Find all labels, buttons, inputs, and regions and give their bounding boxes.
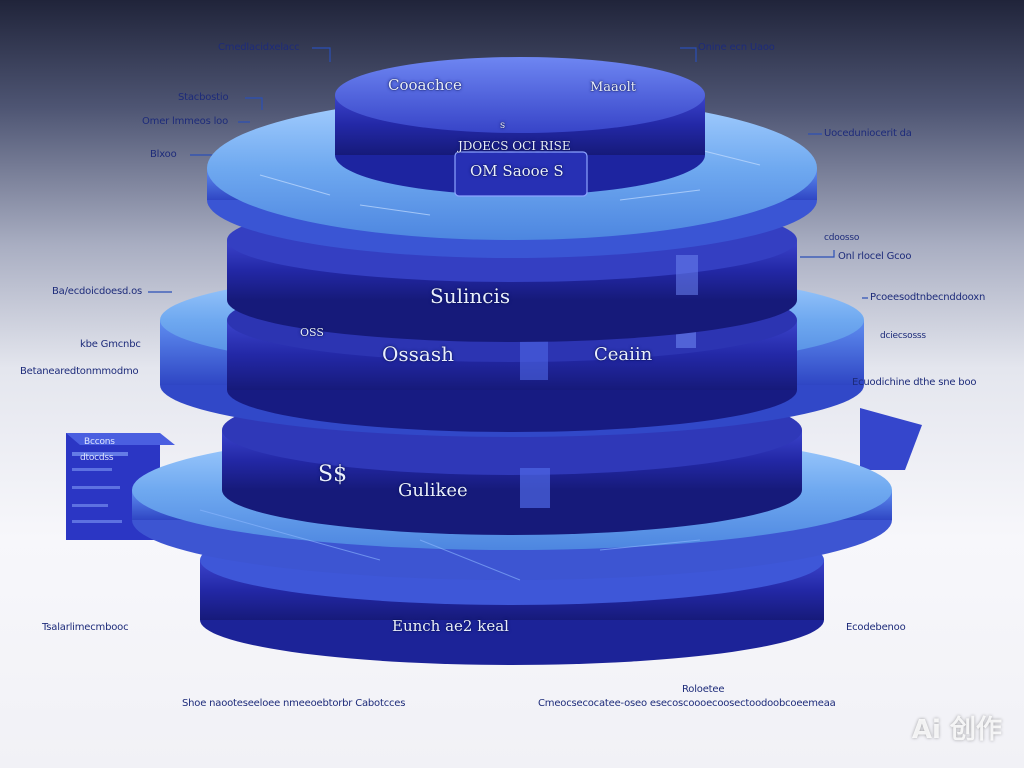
callout-label-r9: Roloetee <box>682 684 725 695</box>
callout-label-l6: kbe Gmcnbc <box>80 339 141 350</box>
callout-label-l3: Omer lmmeos loo <box>142 116 228 127</box>
layer-cap <box>335 57 705 197</box>
disk-label-top-left: Cooachce <box>388 76 462 94</box>
band-2-label-left: Ossash <box>382 342 454 366</box>
callout-label-r8: Ecodebenoo <box>846 622 906 633</box>
callout-label-l4: Blxoo <box>150 149 177 160</box>
callout-line-l1 <box>312 47 331 62</box>
callout-line-r4 <box>800 250 835 258</box>
callout-label-l1: Cmedlacidxelacc <box>218 42 300 53</box>
callout-label-b2: Cmeocsecocatee-oseo esecoscoooecoosectoo… <box>538 698 836 709</box>
cap-label-plate <box>454 151 588 197</box>
callout-label-l8: Tsalarlimecmbooc <box>42 622 129 633</box>
callout-label-r5: Pcoeesodtnbecnddooxn <box>870 292 986 303</box>
callout-label-b1: Shoe naooteseeloee nmeeoebtorbr Cabotcce… <box>182 698 406 709</box>
disk-label-top-right: Maaolt <box>590 80 637 95</box>
side-panel-line-2: dtocdss <box>80 453 114 463</box>
callout-label-r1: Onine ecn Uaoo <box>698 42 775 53</box>
band-2-label-right: Ceaiin <box>594 344 653 365</box>
band-2-tag: OSS <box>300 326 324 339</box>
callout-line-r1 <box>680 47 697 62</box>
side-tab-right <box>860 408 922 470</box>
callout-label-r2: Uoceduniocerit da <box>824 128 912 139</box>
disk-label-top-small: s <box>500 120 506 131</box>
callout-label-l7: Betanearedtonmmodmo <box>20 366 139 377</box>
watermark-logo: Ai 创作 <box>911 715 1002 745</box>
base-label: Eunch ae2 keal <box>392 617 509 635</box>
callout-label-r3: cdoosso <box>824 233 860 243</box>
callout-label-r7: Ecuodichine dthe sne boo <box>852 377 977 388</box>
callout-label-l2: Stacbostio <box>178 92 229 103</box>
band-1-label: Sulincis <box>430 284 511 308</box>
band-3-label-right: Gulikee <box>398 480 468 501</box>
callout-line-l2 <box>245 97 263 110</box>
side-panel-line-1: Bccons <box>84 437 115 447</box>
collar-label-line1: JDOECS OCI RISE <box>458 139 571 153</box>
collar-label-line2: OM Saooe S <box>470 162 564 180</box>
callout-label-r6: dciecsosss <box>880 331 926 341</box>
band-3-label-left: S$ <box>318 462 348 487</box>
callout-label-l5: Ba/ecdoicdoesd.os <box>52 286 143 297</box>
callout-label-r4: Onl rlocel Gcoo <box>838 251 912 262</box>
